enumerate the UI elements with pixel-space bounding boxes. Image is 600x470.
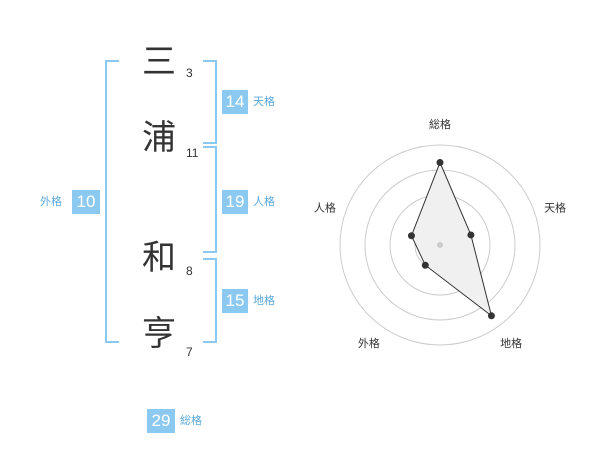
radar-point-1 [467,231,475,239]
name-char-1: 三 [142,42,176,82]
gaikaku-label: 外格 [40,195,62,208]
tenkaku-value: 14 [222,90,248,114]
tenkaku-label: 天格 [253,95,275,108]
radar-points [407,159,495,320]
jinkaku-value: 19 [222,190,248,214]
stroke-count-4: 7 [186,345,193,359]
jinkaku-label: 人格 [253,195,275,208]
jinkaku-bracket [203,146,217,253]
stroke-count-2: 11 [186,146,199,160]
gaikaku-value: 10 [72,190,100,214]
radar-axis-label-4: 人格 [314,201,336,215]
radar-axis-label-1: 天格 [544,201,566,215]
soukaku-label: 総格 [180,414,202,427]
tenkaku-bracket [203,60,217,144]
radar-axis-label-0: 総格 [429,117,451,131]
radar-series-area [410,161,493,318]
radar-ring-4 [339,144,541,346]
chikaku-value: 15 [222,289,248,313]
radar-axis-label-3: 外格 [358,336,380,350]
chikaku-label: 地格 [253,294,275,307]
radar-point-0 [436,159,444,166]
name-char-4: 亨 [142,314,176,354]
name-char-3: 和 [142,238,176,278]
chikaku-bracket [203,258,217,343]
stroke-count-1: 3 [186,66,193,80]
radar-axis-label-2: 地格 [500,336,522,350]
radar-point-2 [487,312,495,320]
soukaku-value: 29 [147,409,175,433]
radar-center-dot [437,242,443,248]
gaikaku-bracket [105,60,119,343]
radar-point-4 [407,232,415,240]
name-char-2: 浦 [142,118,176,158]
stroke-count-3: 8 [186,264,193,278]
radar-point-3 [421,261,429,269]
